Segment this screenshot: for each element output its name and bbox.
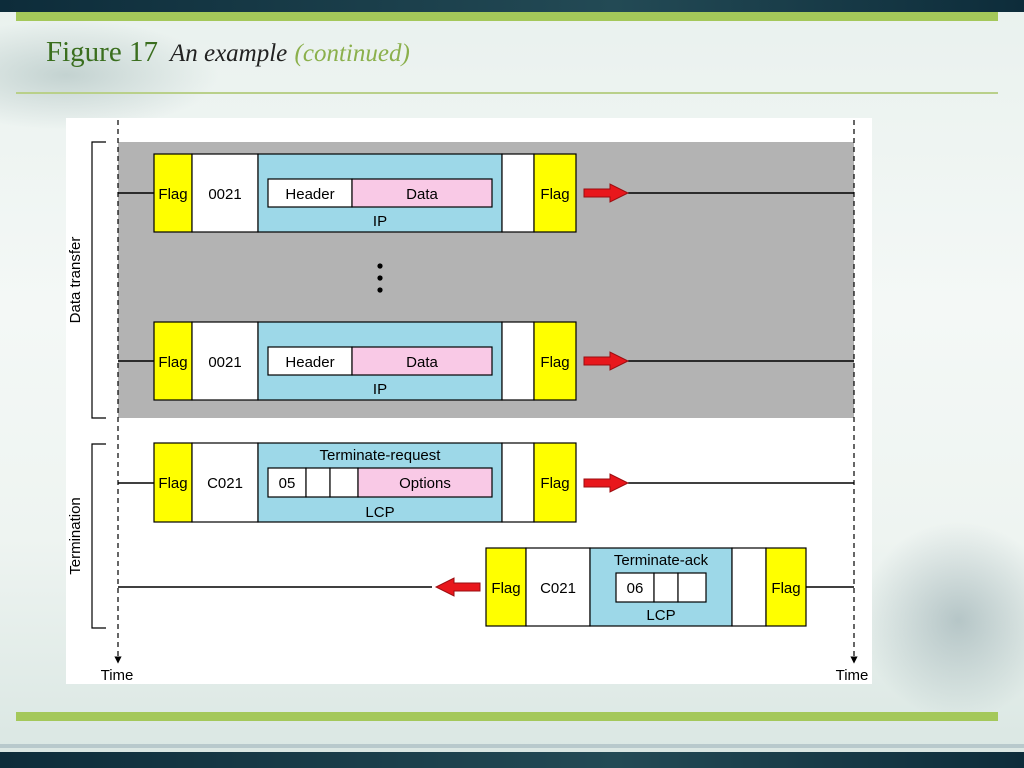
header-label: Header [285, 354, 334, 371]
figure-panel: Time Time Data transfer Termination Flag… [66, 118, 872, 684]
data-label: Data [406, 354, 438, 371]
ellipsis-dot-1 [377, 263, 383, 269]
ellipsis-dot-3 [377, 287, 383, 293]
top-accent-bar [16, 12, 998, 21]
id-field [305, 467, 331, 498]
options-label: Options [399, 475, 451, 492]
flag-right [533, 153, 577, 233]
flag-left [485, 547, 527, 627]
termination-bracket [91, 443, 106, 629]
packet-type-label: Terminate-ack [614, 552, 709, 569]
flag-left-label: Flag [491, 580, 520, 597]
data-field [351, 346, 493, 376]
flag-right [533, 321, 577, 401]
bottom-thin-line [0, 744, 1024, 748]
title-underline [16, 92, 998, 94]
bottom-band [0, 752, 1024, 768]
fcs-field [501, 321, 535, 401]
protocol-field [191, 442, 259, 523]
time-label-right: Time [836, 667, 869, 684]
protocol-label: C021 [540, 580, 576, 597]
flag-right-label: Flag [540, 186, 569, 203]
data-label: Data [406, 186, 438, 203]
terminate-request-frame: Flag C021 Terminate-request 05 Options L… [118, 442, 854, 523]
title-text: An example [169, 40, 288, 67]
length-field [677, 572, 707, 603]
time-label-left: Time [101, 667, 134, 684]
flag-right-label: Flag [540, 475, 569, 492]
fcs-field [501, 442, 535, 523]
terminate-ack-frame: Flag C021 Terminate-ack 06 LCP Flag [118, 547, 854, 627]
arrow-right-icon [583, 351, 630, 371]
flag-right-label: Flag [771, 580, 800, 597]
bottom-accent-bar [16, 712, 998, 721]
flag-right [765, 547, 807, 627]
protocol-label: 0021 [208, 354, 241, 371]
flag-left-label: Flag [158, 475, 187, 492]
figure-label: Figure 17 [46, 36, 158, 68]
termination-label: Termination [67, 497, 84, 575]
flag-right [533, 442, 577, 523]
flag-right-label: Flag [540, 354, 569, 371]
id-field [653, 572, 679, 603]
protocol-field [191, 153, 259, 233]
packet-type-label: Terminate-request [320, 447, 442, 464]
flag-left-label: Flag [158, 186, 187, 203]
data-transfer-label: Data transfer [67, 237, 84, 324]
options-field [357, 467, 493, 498]
payload-label: LCP [365, 504, 394, 521]
top-band [0, 0, 1024, 12]
arrow-right-icon [583, 183, 630, 203]
code-label: 05 [279, 475, 296, 492]
length-field [329, 467, 359, 498]
fcs-field [731, 547, 767, 627]
background-photo-left [0, 20, 220, 130]
fcs-field [501, 153, 535, 233]
header-label: Header [285, 186, 334, 203]
flag-left-label: Flag [158, 354, 187, 371]
title-continued: (continued) [294, 40, 410, 67]
background-photo-right [860, 520, 1024, 720]
data-field [351, 178, 493, 208]
ip-frame-2: Flag 0021 Header Data IP Flag [118, 321, 854, 401]
protocol-field [525, 547, 591, 627]
payload-label: IP [373, 381, 387, 398]
code-field [267, 467, 307, 498]
flag-left [153, 442, 193, 523]
ip-frame-1: Flag 0021 Header Data IP Flag [118, 153, 854, 233]
code-label: 06 [627, 580, 644, 597]
protocol-label: 0021 [208, 186, 241, 203]
arrow-left-icon [434, 577, 481, 597]
payload-label: LCP [646, 607, 675, 624]
slide-title: Figure 17 An example (continued) [46, 36, 410, 69]
ellipsis-dot-2 [377, 275, 383, 281]
data-transfer-bracket [91, 141, 106, 419]
protocol-label: C021 [207, 475, 243, 492]
arrow-right-icon [583, 473, 630, 493]
payload-label: IP [373, 213, 387, 230]
